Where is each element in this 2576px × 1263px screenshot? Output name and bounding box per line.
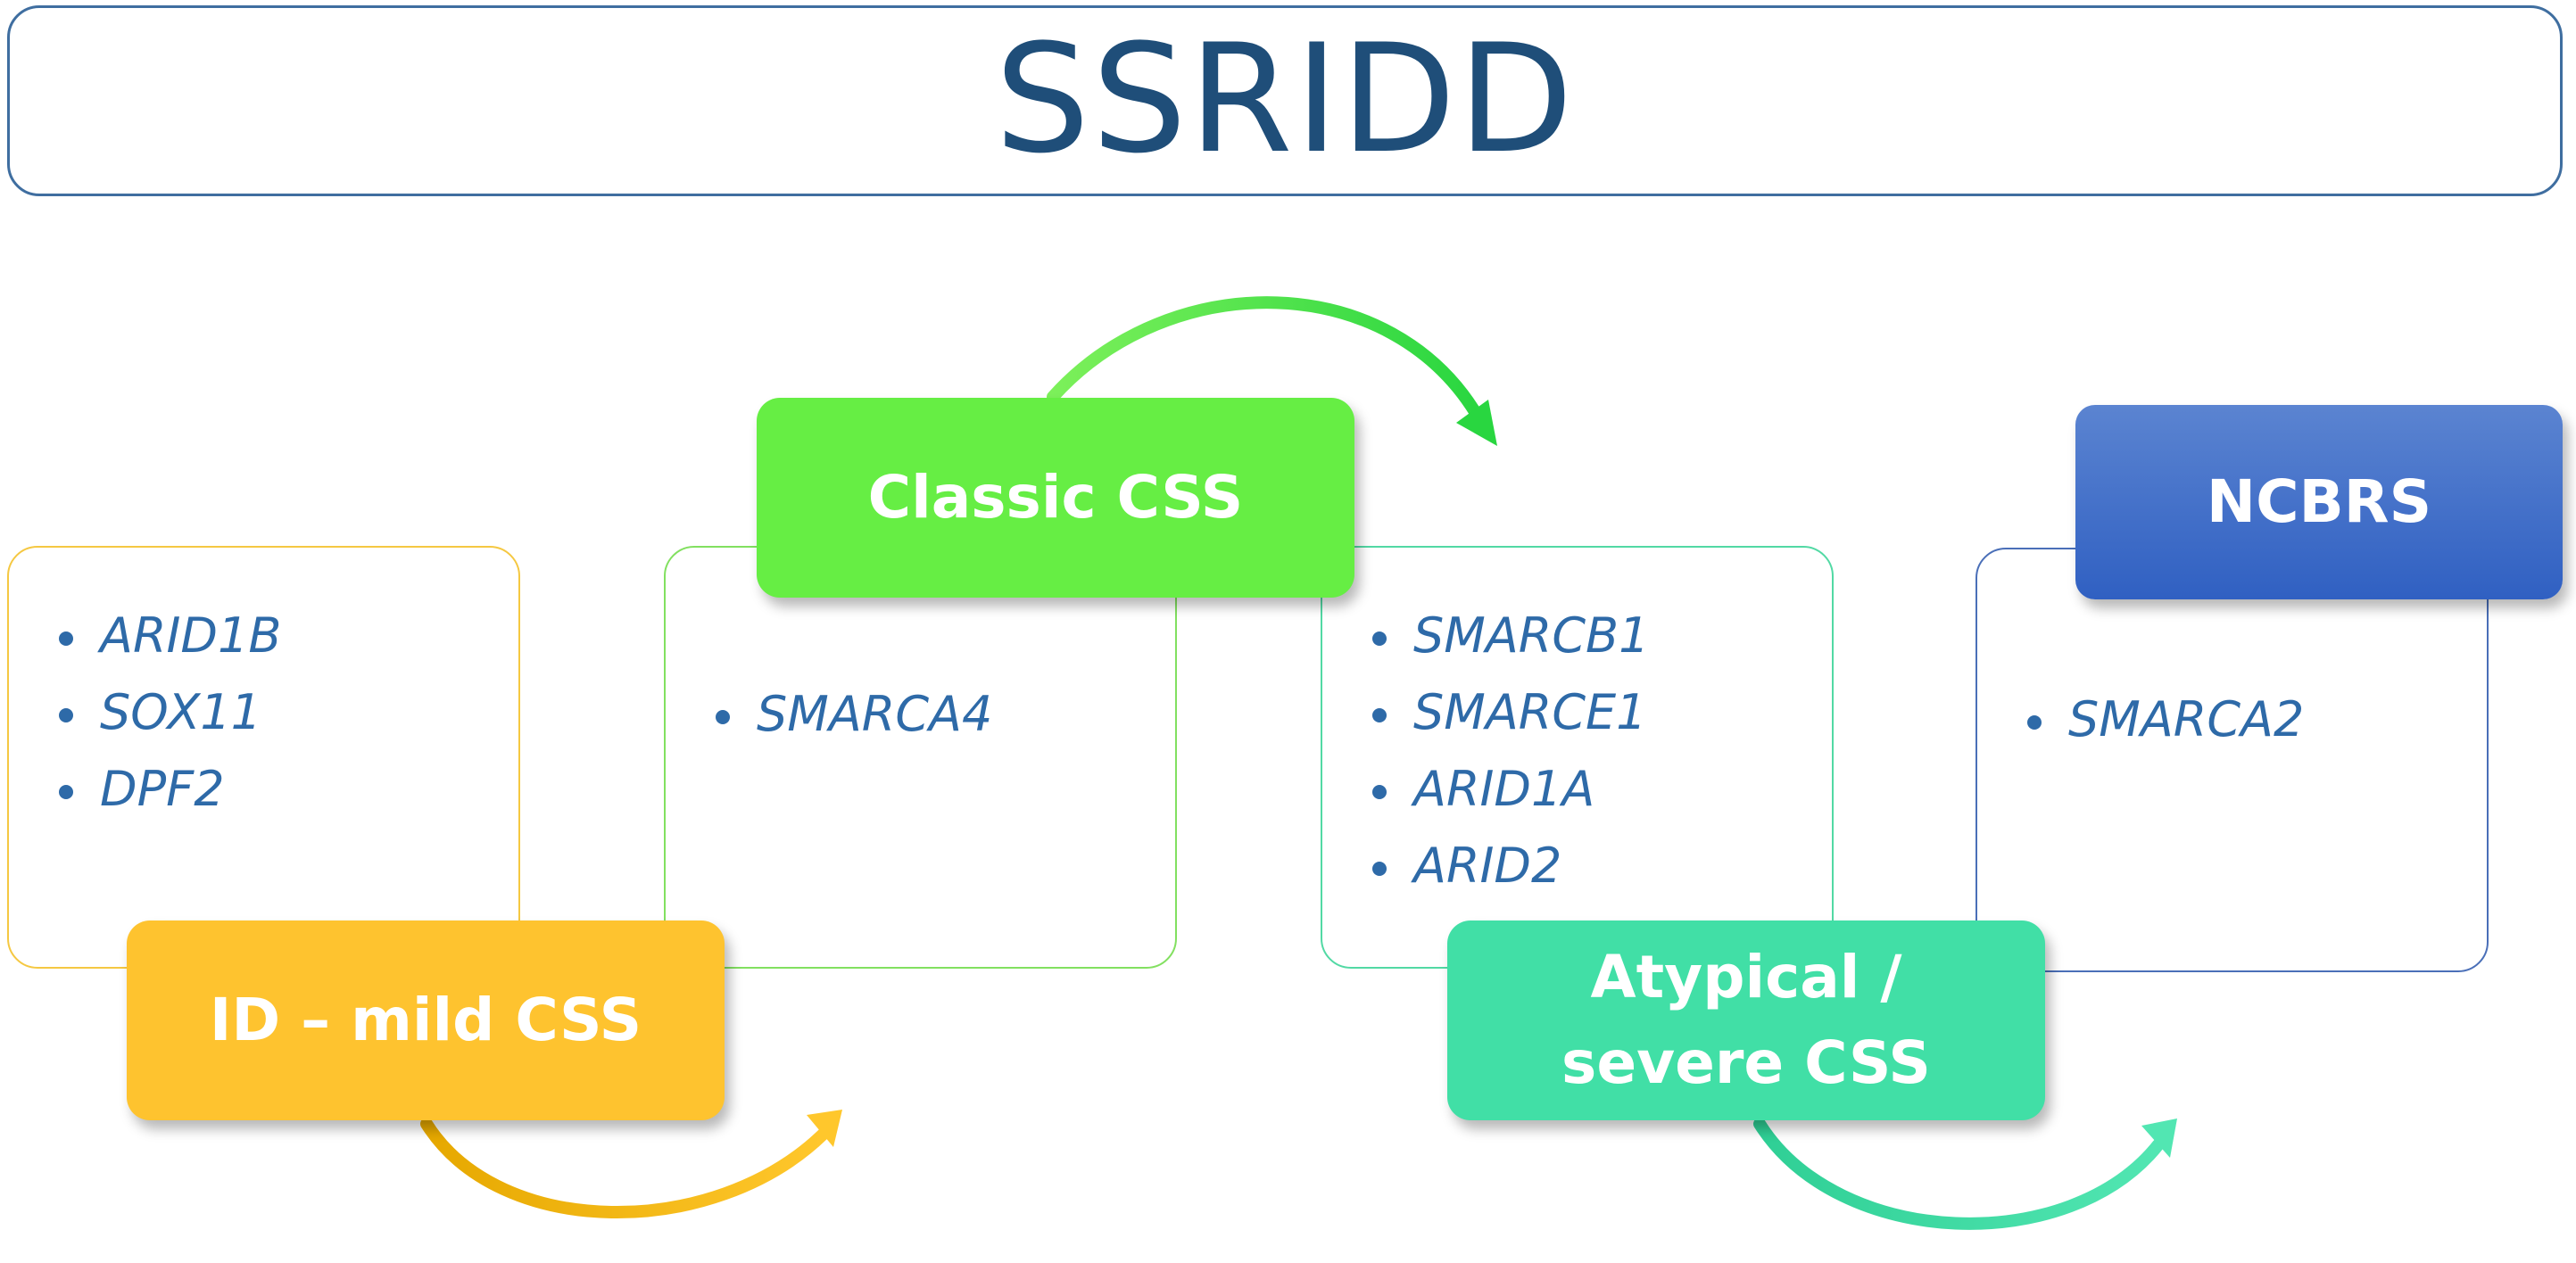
gene-list-atypical: SMARCB1 SMARCE1 ARID1A ARID2 (1367, 598, 1832, 904)
card-id-mild: ARID1B SOX11 DPF2 (7, 546, 520, 969)
label-id-mild-css: ID – mild CSS (127, 920, 725, 1120)
arrowhead-green (1456, 400, 1497, 446)
gene-item: SOX11 (54, 674, 518, 751)
gene-item: SMARCA4 (710, 676, 1175, 753)
gene-item: ARID2 (1367, 828, 1832, 904)
arrow-classic-to-atypical (1047, 296, 1486, 425)
gene-list-id-mild: ARID1B SOX11 DPF2 (54, 598, 518, 828)
card-atypical: SMARCB1 SMARCE1 ARID1A ARID2 (1321, 546, 1834, 969)
gene-list-ncbrs: SMARCA2 (2022, 681, 2487, 758)
bullet-icon (59, 785, 73, 799)
gene-item: SMARCE1 (1367, 674, 1832, 751)
card-ncbrs: SMARCA2 (1975, 548, 2489, 972)
bullet-icon (1372, 632, 1387, 646)
label-ncbrs: NCBRS (2075, 405, 2563, 599)
arrowhead-yellow (807, 1110, 842, 1147)
bullet-icon (59, 632, 73, 646)
gene-item: SMARCA2 (2022, 681, 2487, 758)
title-box: SSRIDD (7, 5, 2563, 196)
arrow-mild-to-classic (420, 1118, 829, 1218)
bullet-icon (1372, 862, 1387, 876)
gene-item: DPF2 (54, 751, 518, 828)
bullet-icon (59, 708, 73, 722)
diagram-title: SSRIDD (994, 12, 1576, 186)
label-atypical-severe-css: Atypical / severe CSS (1447, 920, 2045, 1120)
gene-list-classic: SMARCA4 (710, 676, 1175, 753)
gene-item: ARID1A (1367, 751, 1832, 828)
gene-item: ARID1B (54, 598, 518, 674)
arrow-atypical-to-ncbrs (1753, 1118, 2166, 1230)
card-classic: SMARCA4 (664, 546, 1177, 969)
bullet-icon (2027, 715, 2042, 730)
bullet-icon (1372, 785, 1387, 799)
label-classic-css: Classic CSS (757, 398, 1354, 598)
bullet-icon (716, 710, 730, 724)
gene-item: SMARCB1 (1367, 598, 1832, 674)
arrowhead-teal (2141, 1119, 2177, 1158)
bullet-icon (1372, 708, 1387, 722)
